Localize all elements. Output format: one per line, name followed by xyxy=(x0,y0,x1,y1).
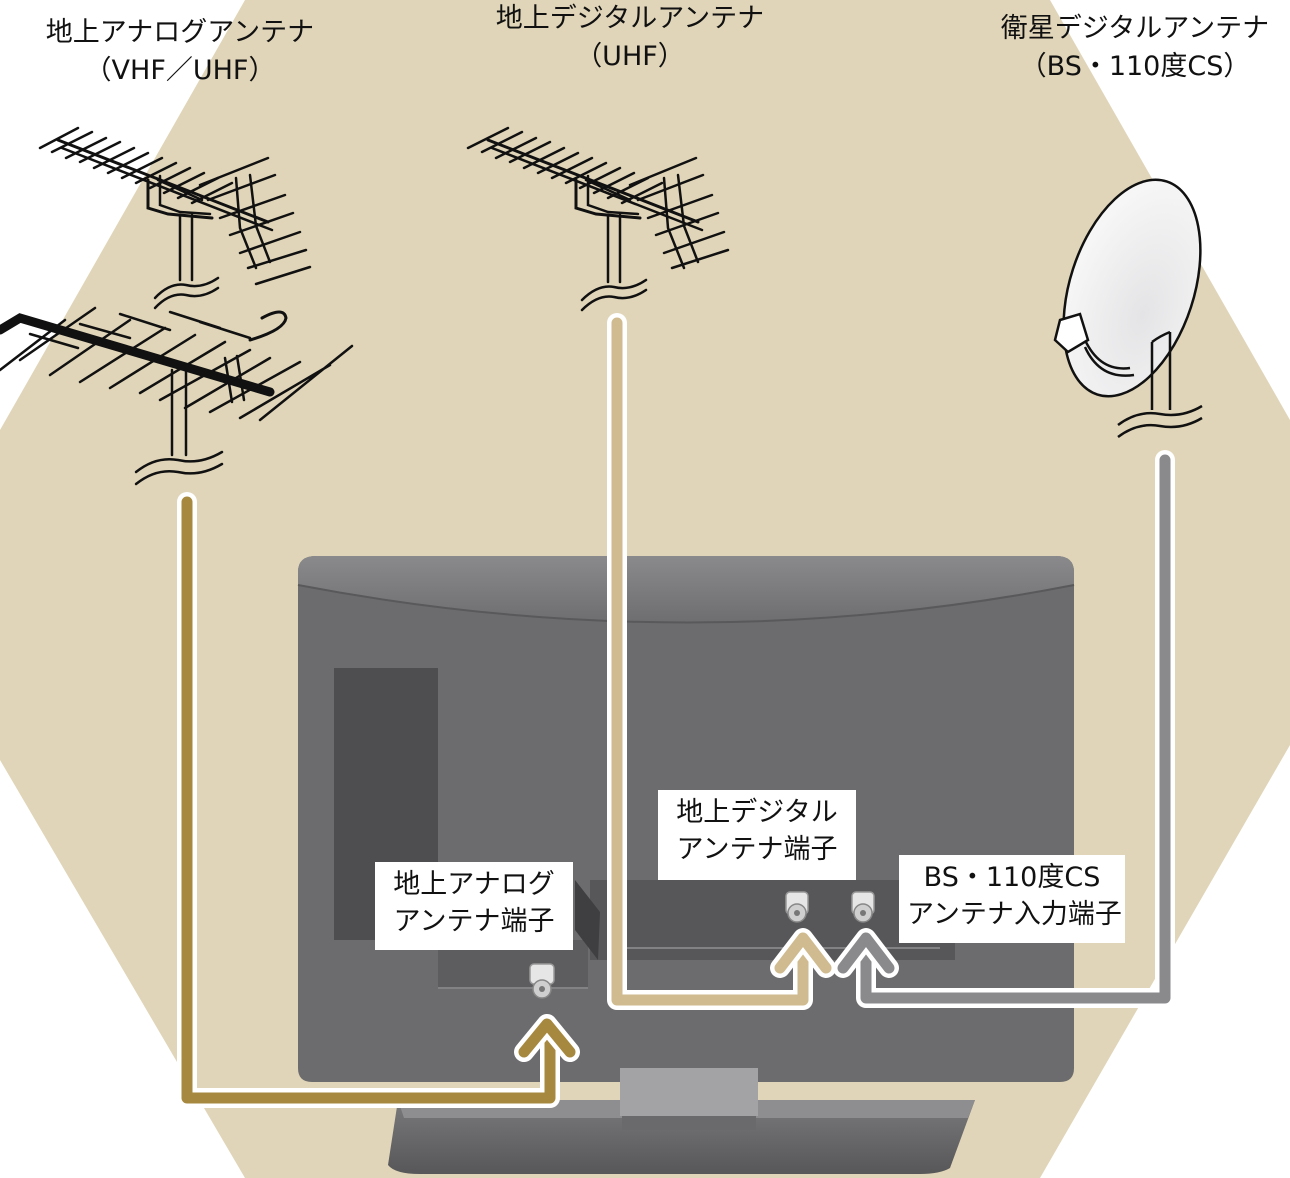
digital-antenna-label: 地上デジタルアンテナ （UHF） xyxy=(470,0,790,76)
yagi-antenna-icon xyxy=(38,126,312,310)
analog-antenna-label-line1: 地上アナログアンテナ xyxy=(45,17,315,48)
tv-stand-neck xyxy=(620,1068,758,1116)
analog-terminal-label-line1: 地上アナログ xyxy=(393,869,555,900)
analog-terminal-label: 地上アナログ アンテナ端子 xyxy=(375,862,573,950)
satellite-terminal-connector xyxy=(851,891,875,923)
digital-antenna-label-line1: 地上デジタルアンテナ xyxy=(495,3,765,34)
satellite-antenna-label: 衛星デジタルアンテナ （BS・110度CS） xyxy=(985,10,1285,86)
digital-terminal-label-line1: 地上デジタル xyxy=(676,797,838,828)
satellite-terminal-label-line1: BS・110度CS xyxy=(923,862,1101,893)
uhf-antenna-icon xyxy=(466,126,730,312)
digital-antenna-label-line2: （UHF） xyxy=(575,41,685,72)
vhf-antenna-icon xyxy=(0,306,354,486)
analog-antenna-label: 地上アナログアンテナ （VHF／UHF） xyxy=(20,14,340,90)
digital-terminal-label-line2: アンテナ端子 xyxy=(676,834,838,865)
digital-terminal-label: 地上デジタル アンテナ端子 xyxy=(658,790,856,880)
analog-terminal-connector xyxy=(529,963,555,999)
analog-antenna-label-line2: （VHF／UHF） xyxy=(84,55,276,86)
analog-terminal-label-line2: アンテナ端子 xyxy=(393,906,555,937)
tv-stand-base xyxy=(388,1100,975,1174)
digital-cable xyxy=(607,313,836,1010)
tv-top-bevel xyxy=(298,556,1074,623)
satellite-terminal-label-line2: アンテナ入力端子 xyxy=(907,899,1122,930)
satellite-dish-icon xyxy=(1053,178,1203,439)
satellite-antenna-label-line1: 衛星デジタルアンテナ xyxy=(1000,13,1270,44)
satellite-antenna-label-line2: （BS・110度CS） xyxy=(1019,51,1251,82)
digital-terminal-connector xyxy=(785,891,809,923)
satellite-terminal-label: BS・110度CS アンテナ入力端子 xyxy=(899,855,1125,943)
analog-cable xyxy=(177,492,580,1108)
satellite-cable xyxy=(833,450,1175,1008)
